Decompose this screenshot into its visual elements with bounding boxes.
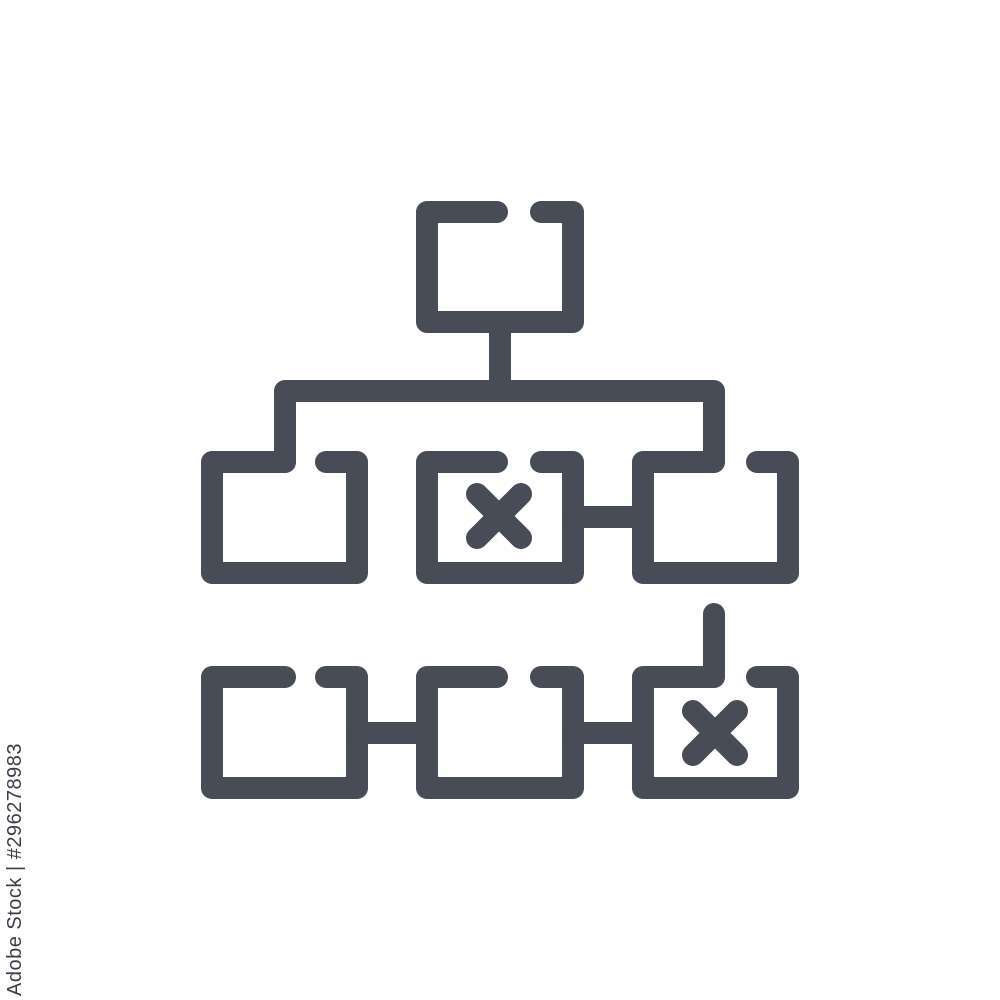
top-node-box: [416, 201, 584, 333]
bottom-left-node-box: [201, 666, 368, 799]
bottom-right-node-box: [632, 666, 799, 799]
middle-center-node-box: [416, 451, 584, 584]
stock-id-watermark: Adobe Stock | #296278983: [4, 743, 26, 996]
middle-right-node-box: [632, 451, 799, 584]
bottom-right-close-icon: [682, 700, 748, 766]
middle-center-close-icon: [466, 483, 532, 549]
middle-left-node-box: [201, 451, 368, 584]
bottom-center-node-box: [416, 666, 584, 799]
branch-bar: [274, 380, 725, 473]
